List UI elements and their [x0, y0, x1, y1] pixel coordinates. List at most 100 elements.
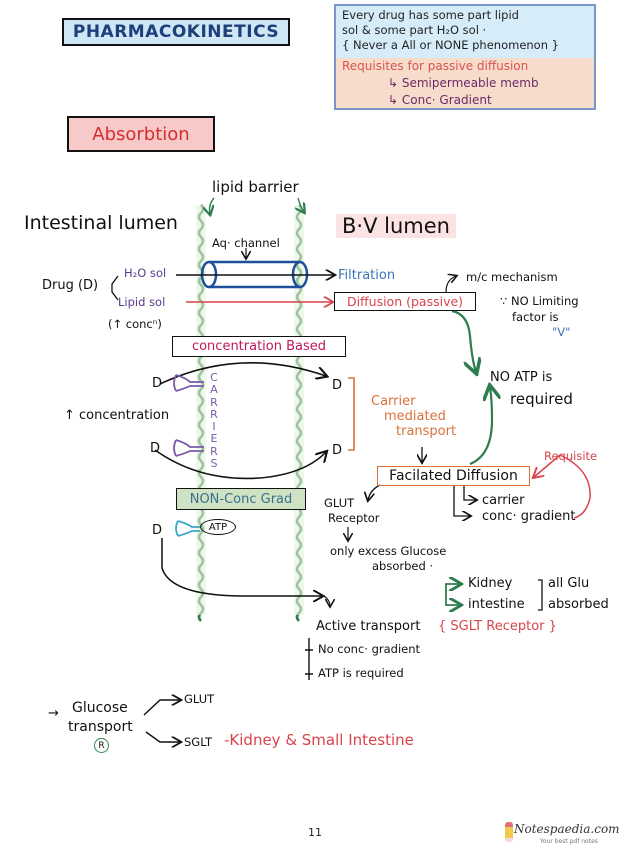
- carrier-mediated-line2: mediated: [384, 409, 446, 424]
- glucose-label-line1: Glucose: [72, 700, 128, 716]
- fd-carrier-label: carrier: [482, 493, 525, 508]
- lipid-barrier-label: lipid barrier: [212, 178, 299, 196]
- non-conc-grad-box: NON-Conc Grad: [176, 488, 306, 510]
- no-conc-gradient-label: No conc· gradient: [318, 642, 421, 656]
- glut-arrow: [143, 700, 180, 716]
- page-number: 11: [308, 826, 322, 839]
- intestinal-lumen-label: Intestinal lumen: [24, 212, 178, 234]
- mc-mechanism-arrow: [445, 276, 456, 293]
- carriers-letter: I: [212, 420, 216, 434]
- carriers-letter: E: [210, 432, 218, 446]
- requisite-item: ↳ Conc· Gradient: [388, 93, 492, 107]
- glucose-sglt-label: SGLT: [184, 735, 213, 749]
- carrier-mediated-line1: Carrier: [371, 394, 416, 409]
- atp-required-label: ATP is required: [318, 666, 404, 680]
- no-atp-line2: required: [510, 390, 573, 408]
- glucose-label-line2: transport: [68, 719, 133, 735]
- facilitated-diffusion-box: Facilated Diffusion: [377, 466, 530, 486]
- section-heading: Absorbtion: [67, 116, 215, 152]
- carriers-letter: R: [210, 395, 218, 409]
- mc-mechanism-label: m/c mechanism: [466, 270, 558, 284]
- aq-channel-label: Aq· channel: [212, 236, 280, 250]
- carrier-glyph-atp: [175, 520, 200, 537]
- no-limiting-line2: factor is: [512, 310, 559, 324]
- requisite-arrow: [534, 454, 561, 477]
- membrane-right-shade: [294, 205, 304, 615]
- carriers-letter: C: [210, 371, 218, 384]
- filtration-label: Filtration: [338, 268, 396, 283]
- glucose-glut-label: GLUT: [184, 692, 215, 706]
- sglt-location-note: -Kidney & Small Intestine: [224, 731, 414, 749]
- sglt-arrow: [145, 731, 180, 742]
- requisite-label: Requisite: [544, 449, 598, 463]
- glucose-bullet-arrow: →: [48, 706, 59, 721]
- membrane-left-shade: [196, 205, 206, 615]
- diffusion-to-noatp-arrow: [451, 309, 476, 372]
- drug-d-top-left: D: [152, 376, 163, 391]
- diffusion-passive-box: Diffusion (passive): [334, 292, 476, 311]
- carrier-curve-bottom: [154, 450, 326, 480]
- carriers-label: C A R R I E R S: [208, 371, 220, 471]
- pencil-logo-icon: [505, 822, 513, 842]
- facilitated-to-noatp-arrow: [469, 387, 492, 466]
- lipid-barrier-pointer-left: [210, 197, 215, 214]
- all-glu-line2: absorbed: [548, 597, 609, 612]
- carriers-letter: R: [210, 444, 218, 458]
- requisites-title: Requisites for passive diffusion: [342, 59, 529, 73]
- atp-oval: ATP: [200, 519, 236, 535]
- carriers-letter: A: [210, 383, 218, 397]
- drug-d-top-right: D: [332, 378, 343, 393]
- no-atp-line1: NO ATP is: [490, 370, 553, 385]
- carrier-glyph-top: [173, 374, 204, 392]
- note-top: Every drug has some part lipid sol & som…: [336, 6, 594, 58]
- carrier-mediated-line3: transport: [396, 424, 457, 439]
- all-glu-brace: [538, 579, 543, 611]
- carrier-glyph-bottom: [173, 439, 204, 457]
- only-excess-line2: absorbed ·: [372, 559, 434, 573]
- page-title: PHARMACOKINETICS: [62, 18, 290, 46]
- atp-path-arrow: [161, 538, 322, 596]
- sglt-receptor-label: { SGLT Receptor }: [438, 619, 557, 634]
- fd-carrier-branch: [463, 486, 476, 500]
- note-box: Every drug has some part lipid sol & som…: [334, 4, 596, 110]
- drug-label: Drug (D): [42, 278, 99, 293]
- drug-d-atp: D: [152, 523, 163, 538]
- carrier-bracket: [348, 377, 355, 451]
- no-limiting-line3: "V": [552, 325, 571, 339]
- intestine-label: intestine: [468, 597, 525, 612]
- active-down-arrow: [323, 595, 330, 606]
- drug-d-bottom-left: D: [150, 441, 161, 456]
- all-glu-line1: all Glu: [548, 576, 590, 591]
- lipid-barrier-pointer-right: [298, 197, 304, 212]
- concentration-based-box: concentration Based: [172, 336, 346, 357]
- glut-receptor-line1: GLUT: [324, 496, 355, 510]
- up-conc-label: (↑ concⁿ): [108, 317, 162, 331]
- drug-branch: [111, 275, 119, 301]
- glut-receptor-line2: Receptor: [328, 511, 380, 525]
- brand-logo[interactable]: Notespaedia.com: [514, 822, 620, 836]
- receptor-mark: R: [94, 738, 109, 753]
- no-limiting-line1: ∵ NO Limiting: [500, 294, 579, 308]
- h2o-sol-label: H₂O sol: [124, 266, 167, 280]
- note-requisites: Requisites for passive diffusion ↳ Semip…: [336, 58, 594, 108]
- fd-to-glut-arrow: [368, 484, 381, 500]
- active-transport-label: Active transport: [316, 619, 421, 634]
- note-line: { Never a All or NONE phenomenon }: [342, 38, 559, 52]
- only-excess-line1: only excess Glucose: [330, 544, 447, 558]
- up-concentration-label: ↑ concentration: [64, 408, 170, 423]
- note-line: Every drug has some part lipid: [342, 8, 519, 22]
- active-bullets: [305, 638, 313, 680]
- kidney-arrow: [445, 584, 460, 603]
- brand-tagline: Your best pdf notes: [540, 838, 598, 845]
- lipid-sol-label: Lipid sol: [118, 295, 166, 309]
- carriers-letter: R: [210, 407, 218, 421]
- carriers-letter: S: [210, 457, 218, 471]
- kidney-label: Kidney: [468, 576, 513, 591]
- fd-conc-branch: [453, 486, 470, 516]
- drug-d-bottom-right: D: [332, 443, 343, 458]
- requisite-curve: [559, 454, 591, 519]
- requisite-item: ↳ Semipermeable memb: [388, 76, 539, 90]
- fd-conc-gradient-label: conc· gradient: [482, 509, 576, 524]
- intestine-arrow: [445, 603, 460, 605]
